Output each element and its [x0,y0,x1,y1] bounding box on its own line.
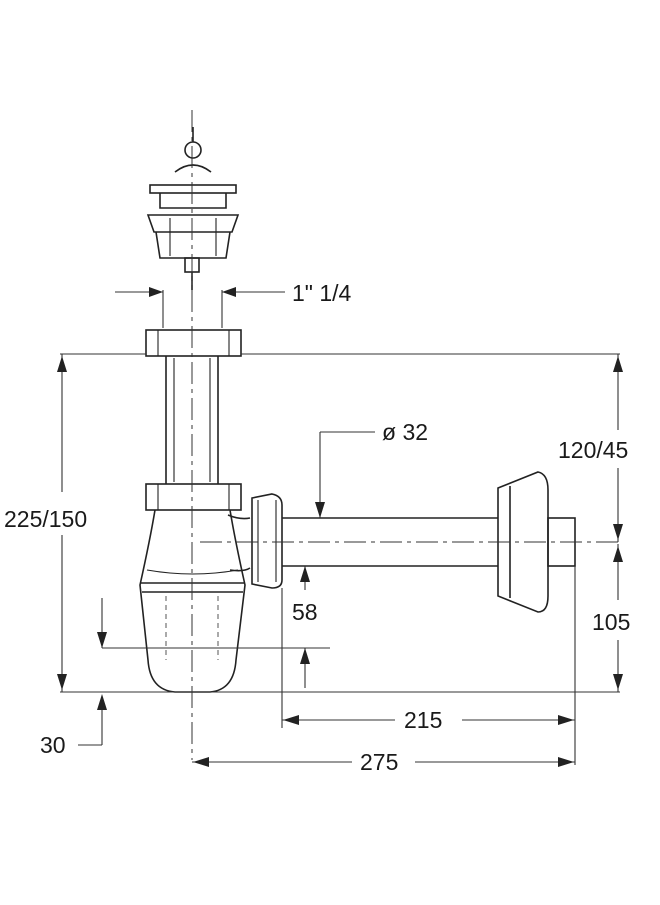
dim-outlet-height: 120/45 [558,354,628,542]
upper-nut [145,329,242,357]
depth-58-label: 58 [292,599,318,625]
pipe-diameter-label: ø 32 [382,419,428,445]
dim-length-275: 275 [192,749,575,775]
outlet-pipe [282,471,576,613]
extension-lines [60,290,620,765]
dim-thread: 1" 1/4 [115,280,352,306]
total-height-label: 225/150 [4,506,87,532]
drain-plug [146,127,240,290]
wall-axis-label: 105 [592,609,630,635]
thread-size-label: 1" 1/4 [292,280,352,306]
dim-bottom-30: 30 [40,694,107,758]
outlet-height-label: 120/45 [558,437,628,463]
length-275-label: 275 [360,749,398,775]
vertical-tube [165,356,219,484]
outlet-elbow [227,493,283,589]
dim-total-height: 225/150 [4,354,87,692]
bottom-30-label: 30 [40,732,66,758]
length-215-label: 215 [404,707,442,733]
dim-wall-axis: 105 [592,544,630,692]
dim-length-215: 215 [282,707,575,733]
dim-depth-58: 58 [97,598,330,688]
center-lines [191,110,620,760]
dim-pipe-diameter: ø 32 [300,419,428,590]
lower-nut [145,483,242,511]
